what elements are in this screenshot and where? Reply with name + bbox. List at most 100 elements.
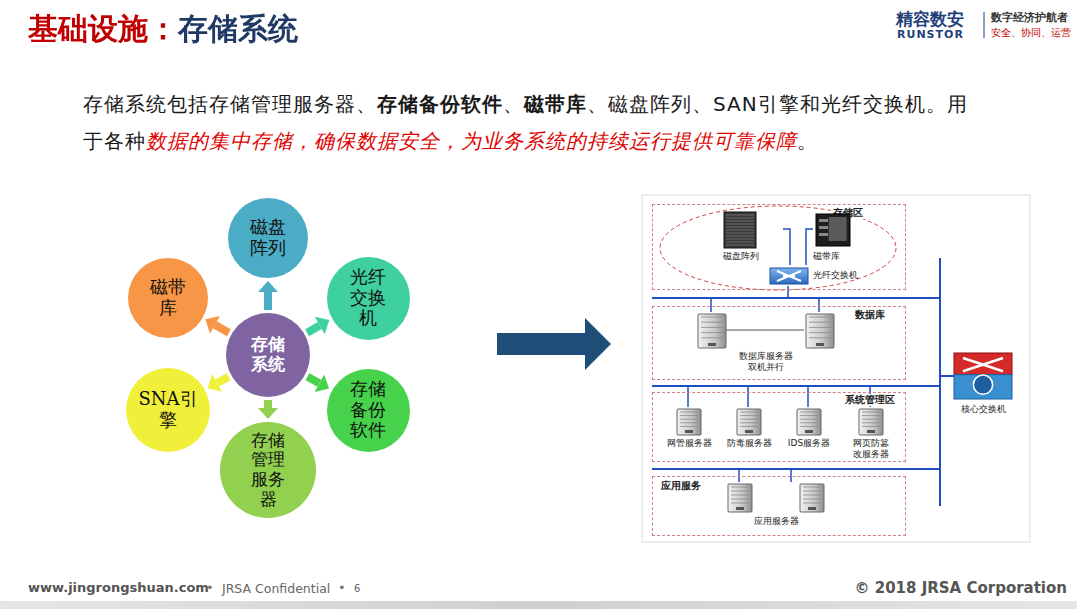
circle-label: 光纤交换机 bbox=[349, 267, 387, 329]
cluster-link bbox=[726, 329, 804, 331]
server-slot bbox=[809, 317, 831, 318]
server-body bbox=[800, 484, 824, 512]
server-body bbox=[728, 484, 752, 512]
hub-circle: SNA引擎 bbox=[126, 368, 210, 452]
logo-slogan: 数字经济护航者 bbox=[991, 11, 1068, 25]
connector-wire bbox=[806, 229, 813, 265]
switch-body bbox=[770, 268, 808, 284]
zone-region: 数据库数据库服务器 双机并行 bbox=[652, 306, 906, 380]
body-bold: 磁带库 bbox=[524, 92, 587, 116]
server-slot bbox=[731, 491, 749, 492]
device-label: 数据库服务器 双机并行 bbox=[734, 351, 798, 373]
server-slot bbox=[800, 426, 818, 427]
server-icon bbox=[727, 483, 753, 513]
server-body bbox=[797, 409, 821, 435]
server-body bbox=[737, 409, 761, 435]
device-icon bbox=[769, 267, 809, 285]
zone-label: 应用服务 bbox=[659, 480, 703, 492]
array-body bbox=[724, 212, 756, 248]
server-slot bbox=[803, 499, 821, 500]
connector bbox=[258, 400, 278, 419]
server-slot bbox=[803, 503, 821, 504]
array-disk bbox=[726, 224, 754, 225]
core-icon bbox=[953, 352, 1013, 400]
hub-circle: 存储备份软件 bbox=[327, 369, 410, 452]
network-frame bbox=[642, 195, 1030, 542]
server-slot bbox=[680, 426, 698, 427]
body-text: 、 bbox=[503, 92, 524, 116]
storage-ellipse bbox=[660, 206, 896, 290]
page-number: 6 bbox=[354, 583, 360, 594]
array-disk bbox=[726, 227, 754, 228]
device-icon bbox=[727, 483, 753, 513]
connector-shaft bbox=[307, 377, 319, 384]
device-icon bbox=[953, 352, 1013, 400]
arrow-head bbox=[258, 408, 278, 419]
device-label: 磁带库 bbox=[813, 251, 863, 262]
tape-slot bbox=[819, 226, 828, 229]
device-icon bbox=[805, 313, 835, 349]
server-slot bbox=[680, 422, 698, 423]
server-slot bbox=[862, 412, 880, 413]
server-slot bbox=[862, 415, 880, 416]
server-slot bbox=[701, 332, 723, 333]
server-led bbox=[708, 343, 716, 346]
core-top bbox=[954, 353, 1012, 375]
server-slot bbox=[731, 499, 749, 500]
array-disk bbox=[726, 218, 754, 219]
server-slot bbox=[809, 327, 831, 328]
core-arrows bbox=[963, 358, 1003, 371]
arrow-head bbox=[207, 374, 221, 392]
array-disk bbox=[726, 221, 754, 222]
body-text: 。 bbox=[797, 129, 818, 153]
footer-bar bbox=[0, 601, 1077, 609]
tape-body bbox=[816, 214, 850, 246]
device-node: 应用服务器 bbox=[721, 483, 831, 533]
server-led bbox=[736, 507, 744, 510]
core-emblem bbox=[973, 375, 992, 394]
server-slot bbox=[740, 415, 758, 416]
server-body bbox=[806, 314, 834, 348]
connector bbox=[806, 229, 813, 265]
zone-label: 数据库 bbox=[853, 309, 887, 321]
connector bbox=[207, 374, 228, 392]
server-body bbox=[698, 314, 726, 348]
device-node: IDS服务器 bbox=[781, 408, 837, 458]
bus-line bbox=[939, 258, 941, 506]
array-disk bbox=[726, 245, 754, 246]
drop-wires bbox=[688, 286, 870, 482]
server-slot bbox=[803, 495, 821, 496]
device-icon bbox=[815, 213, 851, 247]
server-slot bbox=[680, 412, 698, 413]
hub-circle: 磁盘阵列 bbox=[228, 198, 308, 278]
server-slot bbox=[731, 495, 749, 496]
bus-line bbox=[940, 375, 954, 377]
connector-shaft bbox=[264, 292, 272, 310]
array-icon bbox=[723, 211, 757, 249]
connector bbox=[307, 317, 329, 334]
server-slot bbox=[740, 412, 758, 413]
device-label: 网管服务器 bbox=[661, 438, 717, 449]
zone-region: 系统管理区网管服务器防毒服务器IDS服务器网页防篡改服务器 bbox=[652, 392, 906, 462]
connector-shaft bbox=[217, 377, 229, 383]
drop-wire bbox=[787, 286, 789, 298]
array-disk bbox=[726, 236, 754, 237]
server-body bbox=[859, 409, 883, 435]
device-icon bbox=[676, 408, 702, 436]
logo-separator bbox=[984, 12, 985, 38]
drop-wire bbox=[710, 298, 712, 312]
device-label: 核心交换机 bbox=[950, 404, 1016, 415]
core-front bbox=[954, 375, 1012, 399]
array-disk bbox=[726, 242, 754, 243]
array-disk bbox=[726, 239, 754, 240]
device-node: 网页防篡改服务器 bbox=[843, 408, 899, 460]
drop-wire bbox=[818, 298, 820, 312]
device-label: 磁盘阵列 bbox=[723, 251, 783, 262]
server-slot bbox=[800, 412, 818, 413]
device-node: 磁盘阵列 bbox=[723, 211, 783, 263]
circle-label: 存储备份软件 bbox=[349, 379, 387, 441]
device-node: 防毒服务器 bbox=[721, 408, 777, 458]
device-label: 光纤交换机 bbox=[813, 270, 861, 281]
circle-label: 磁盘阵列 bbox=[249, 217, 287, 258]
bus-line bbox=[652, 297, 941, 299]
